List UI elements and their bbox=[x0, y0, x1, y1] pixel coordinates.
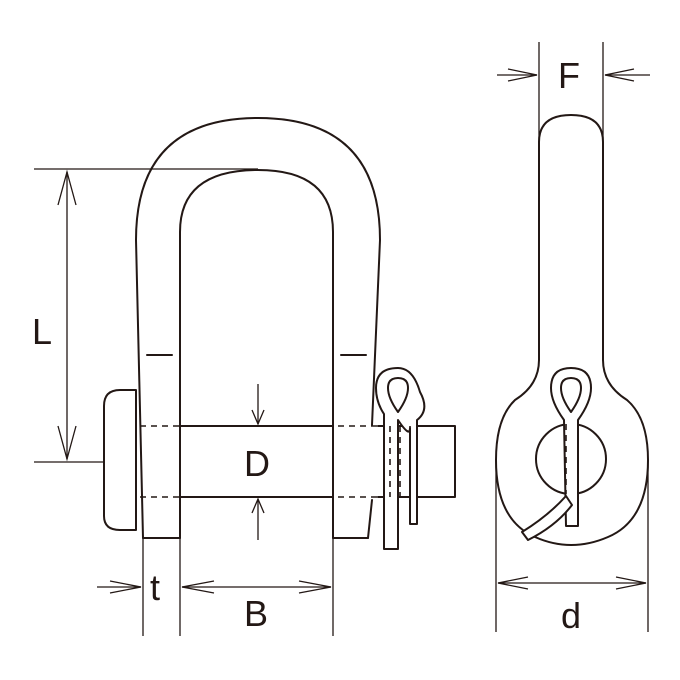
shackle-front-view bbox=[103, 117, 456, 550]
pin-head bbox=[103, 389, 137, 531]
dimension-f: F bbox=[497, 42, 650, 142]
label-d-upper: D bbox=[244, 443, 270, 484]
shackle-right-leg bbox=[367, 499, 373, 539]
dimension-t: t bbox=[97, 538, 181, 636]
side-cotter-eye bbox=[560, 377, 582, 413]
label-l: L bbox=[32, 311, 52, 352]
side-bow bbox=[538, 114, 604, 361]
side-cotter-pin bbox=[550, 367, 592, 527]
label-f: F bbox=[558, 55, 580, 96]
shackle-bow-inner bbox=[179, 169, 334, 539]
label-d-lower: d bbox=[561, 595, 581, 636]
side-cotter-bent-leg bbox=[521, 495, 573, 541]
dimension-d-lower: d bbox=[495, 460, 649, 636]
dimension-b: B bbox=[181, 538, 334, 636]
shackle-bow-outer bbox=[135, 117, 381, 539]
cotter-pin-loop bbox=[375, 367, 426, 550]
dimension-l: L bbox=[32, 168, 258, 463]
label-t: t bbox=[150, 567, 160, 608]
label-b: B bbox=[244, 593, 268, 634]
cotter-pin-eye bbox=[387, 377, 409, 413]
side-eye-outline bbox=[495, 359, 649, 546]
dimension-d: D bbox=[244, 384, 270, 540]
shackle-side-view bbox=[495, 114, 649, 546]
